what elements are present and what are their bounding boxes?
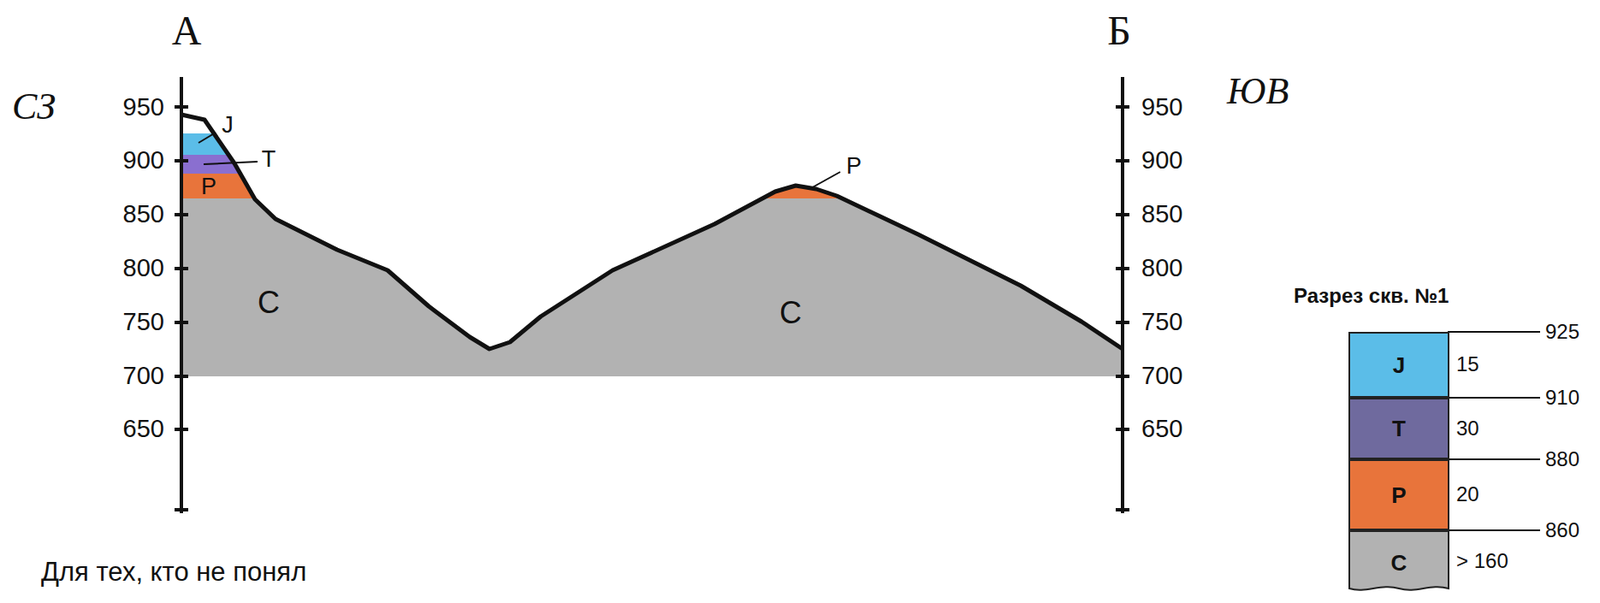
elevation-tick: 850: [123, 201, 165, 227]
layer-label: T: [261, 148, 277, 172]
section-end-letter: Б: [1107, 10, 1132, 52]
thickness-value: > 160: [1456, 551, 1509, 572]
elevation-tick: 650: [1141, 416, 1183, 442]
elevation-tick: 950: [123, 94, 165, 120]
elevation-tick: 950: [1141, 94, 1183, 120]
cell-label: J: [1392, 354, 1405, 377]
elevation-tick: 700: [1141, 363, 1183, 389]
elevation-tick: 900: [123, 148, 165, 173]
elevation-tick: 650: [123, 416, 165, 442]
section-end-letter: А: [171, 10, 202, 52]
axes: [174, 77, 1130, 514]
leader-lines: [198, 132, 841, 190]
cell-label: T: [1392, 417, 1406, 440]
elevation-tick: 800: [1141, 255, 1183, 281]
layer-label: C: [779, 297, 802, 329]
elevation-tick: 800: [123, 255, 165, 281]
elevation-tick: 750: [123, 309, 165, 335]
cell-label: P: [1391, 484, 1406, 507]
elevation-tick: 850: [1141, 201, 1183, 227]
column-ticks: [1447, 331, 1541, 531]
thickness-value: 30: [1456, 418, 1480, 439]
elevation-mark: 910: [1545, 387, 1580, 409]
layer-label: J: [221, 113, 234, 137]
column-cell: T: [1348, 397, 1450, 460]
layer-label: C: [257, 287, 280, 319]
elevation-mark: 860: [1545, 520, 1580, 541]
column-cell: P: [1348, 459, 1450, 531]
direction-label: СЗ: [11, 88, 56, 126]
rock-layers: [181, 133, 1123, 377]
elevation-tick: 900: [1141, 148, 1183, 173]
elevation-tick: 750: [1141, 309, 1183, 335]
column-cell: J: [1348, 331, 1450, 398]
elevation-mark: 880: [1545, 449, 1580, 470]
terrain-profile: [181, 114, 1123, 350]
note-text: Для тех, кто не понял: [41, 558, 307, 586]
elevation-tick: 700: [123, 363, 165, 389]
elevation-mark: 925: [1545, 321, 1580, 343]
direction-label: ЮВ: [1226, 72, 1289, 111]
column-cell: C: [1348, 530, 1450, 596]
column-title: Разрез скв. №1: [1293, 285, 1449, 307]
cell-label: C: [1391, 551, 1408, 575]
thickness-value: 20: [1456, 484, 1480, 505]
thickness-value: 15: [1456, 354, 1480, 375]
layer-label: P: [846, 154, 862, 178]
layer-label: P: [201, 175, 217, 199]
